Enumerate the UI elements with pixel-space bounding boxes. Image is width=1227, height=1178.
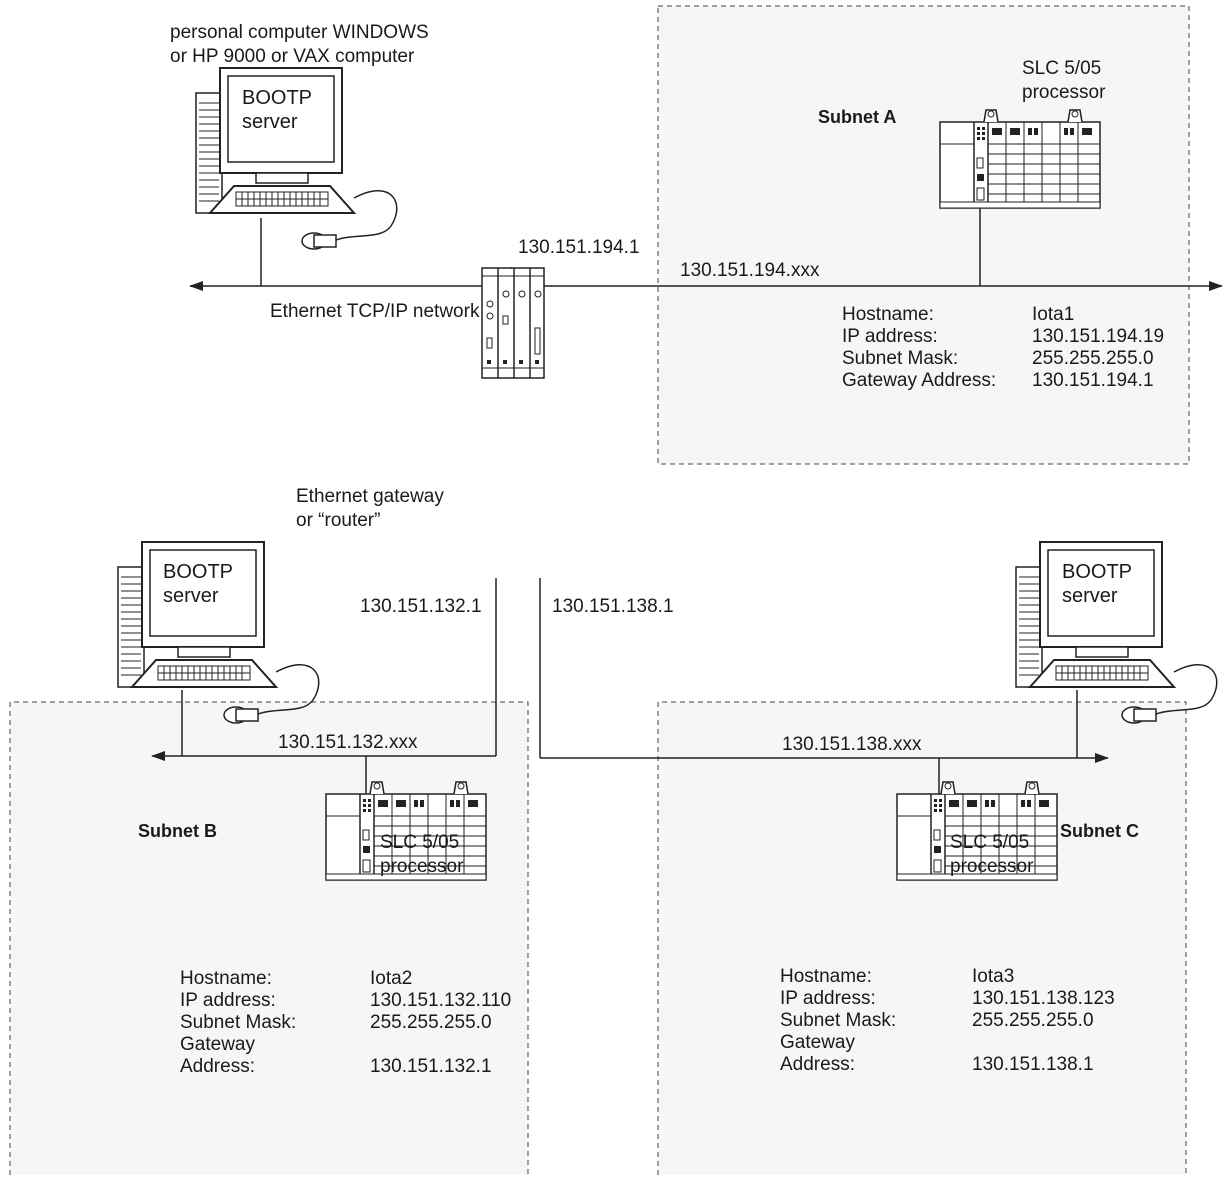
subnet-a-processor-line2: processor [1022, 82, 1106, 103]
subnet-b-region [9, 701, 529, 1175]
subnet-c-network-address: 130.151.138.xxx [782, 734, 922, 755]
subnet-b-processor-line2: processor [380, 856, 464, 877]
subnet-a-processor-line1: SLC 5/05 [1022, 58, 1102, 79]
gateway-address-left: 130.151.132.1 [360, 596, 482, 617]
subnet-a-value-hostname: Iota1 [1032, 304, 1075, 325]
subnet-c-region [657, 701, 1187, 1175]
network-label: Ethernet TCP/IP network [270, 301, 480, 322]
subnet-a-slc-processor [939, 109, 1101, 209]
subnet-c-processor-line2: processor [950, 856, 1034, 877]
subnet-c-label-ip: IP address: [780, 988, 876, 1009]
top-computer-screen-line2: server [242, 111, 298, 133]
subnet-b-processor-line1: SLC 5/05 [380, 832, 460, 853]
subnet-b-network-address: 130.151.132.xxx [278, 732, 418, 753]
subnet-b-value-ip: 130.151.132.110 [370, 990, 512, 1011]
subnet-b-label-gateway: Gateway [180, 1034, 255, 1055]
gateway-address-right: 130.151.138.1 [552, 596, 674, 617]
subnet-c-server-line1: BOOTP [1062, 561, 1133, 583]
subnet-b-label-ip: IP address: [180, 990, 276, 1011]
gateway-label-line2: or “router” [296, 510, 381, 531]
subnet-b-server-line2: server [163, 585, 219, 607]
subnet-b-label-mask: Subnet Mask: [180, 1012, 297, 1033]
subnet-c-label-gateway: Gateway [780, 1032, 855, 1053]
gateway-address-top: 130.151.194.1 [518, 237, 640, 258]
subnet-c-processor-line1: SLC 5/05 [950, 832, 1030, 853]
subnet-b-label-hostname: Hostname: [180, 968, 272, 989]
subnet-c-label-mask: Subnet Mask: [780, 1010, 897, 1031]
subnet-a-label-ip: IP address: [842, 326, 938, 347]
subnet-c-label-address: Address: [780, 1054, 855, 1075]
subnet-a-value-mask: 255.255.255.0 [1032, 348, 1154, 369]
subnet-b-server-line1: BOOTP [163, 561, 234, 583]
subnet-a-title: Subnet A [818, 107, 897, 127]
subnet-c-title: Subnet C [1060, 821, 1139, 841]
top-computer-screen-line1: BOOTP [242, 87, 313, 109]
subnet-b-value-gateway: 130.151.132.1 [370, 1056, 492, 1077]
top-computer-caption-line1: personal computer WINDOWS [170, 22, 429, 43]
subnet-c-value-ip: 130.151.138.123 [972, 988, 1115, 1009]
subnet-b-title: Subnet B [138, 821, 217, 841]
subnet-a-label-mask: Subnet Mask: [842, 348, 959, 369]
gateway-label-line1: Ethernet gateway [296, 486, 444, 507]
subnet-a-label-gateway: Gateway Address: [842, 370, 997, 391]
subnet-a-value-ip: 130.151.194.19 [1032, 326, 1165, 347]
subnet-a-network-address: 130.151.194.xxx [680, 260, 820, 281]
top-computer-caption-line2: or HP 9000 or VAX computer [170, 46, 415, 67]
subnet-c-value-hostname: Iota3 [972, 966, 1015, 987]
subnet-a-region [657, 5, 1190, 465]
subnet-b-label-address: Address: [180, 1056, 255, 1077]
subnet-b-value-hostname: Iota2 [370, 968, 413, 989]
subnet-c-value-gateway: 130.151.138.1 [972, 1054, 1094, 1075]
subnet-a-label-hostname: Hostname: [842, 304, 934, 325]
ethernet-router [481, 267, 545, 379]
subnet-a-value-gateway: 130.151.194.1 [1032, 370, 1154, 391]
subnet-b-value-mask: 255.255.255.0 [370, 1012, 492, 1033]
subnet-c-server-line2: server [1062, 585, 1118, 607]
subnet-c-label-hostname: Hostname: [780, 966, 872, 987]
subnet-c-value-mask: 255.255.255.0 [972, 1010, 1094, 1031]
